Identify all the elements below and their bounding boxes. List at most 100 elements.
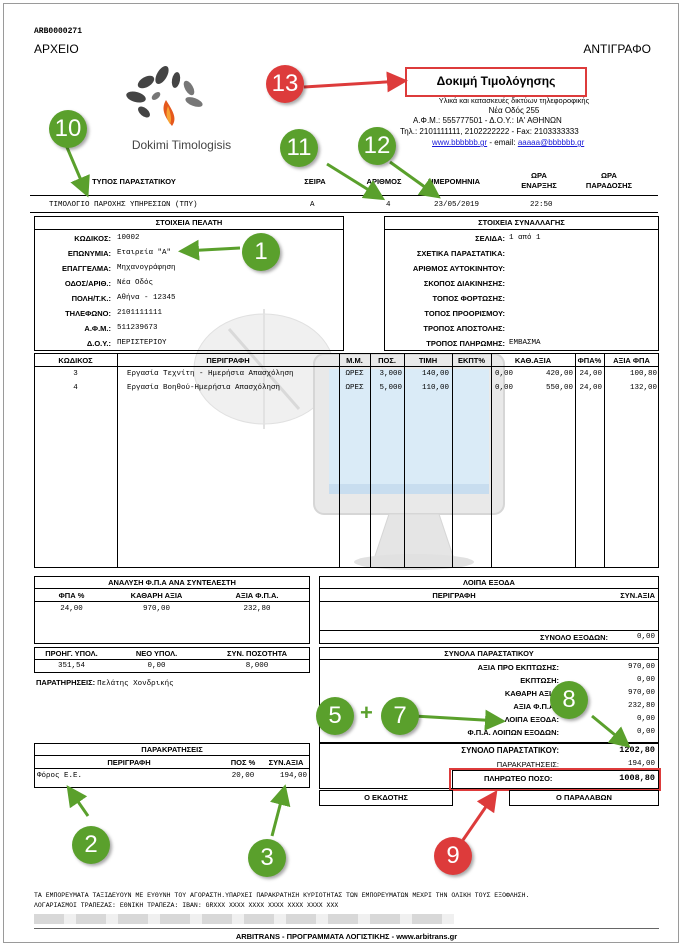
col-doc-type: ΤΥΠΟΣ ΠΑΡΑΣΤΑΤΙΚΟΥ (92, 177, 176, 186)
transaction-label: ΤΡΟΠΟΣ ΑΠΟΣΤΟΛΗΣ: (423, 324, 505, 333)
item-qty: 5,000 (379, 384, 402, 392)
transaction-label: ΤΟΠΟΣ ΠΡΟΟΡΙΣΜΟΥ: (424, 309, 505, 318)
other-expenses-header: ΠΕΡΙΓΡΑΦΗ (432, 591, 476, 600)
totals-label: ΚΑΘΑΡΗ ΑΞΙΑ: (504, 689, 559, 698)
company-web-link[interactable]: www.bbbbbb.gr (432, 138, 488, 147)
totals-label: ΛΟΙΠΑ ΕΞΟΔΑ: (504, 715, 559, 724)
totals-value: 0,00 (636, 715, 655, 723)
company-email-link[interactable]: aaaaa@bbbbbb.gr (517, 138, 585, 147)
balance-cell: 351,54 (57, 662, 85, 670)
payable-value: 1008,80 (619, 773, 655, 783)
totals-value: 0,00 (636, 728, 655, 736)
col-separator (404, 353, 405, 568)
annotation-badge: 12 (358, 127, 396, 165)
col-date: ΗΜΕΡΟΜΗΝΙΑ (427, 177, 481, 186)
withholding-pct: 20,00 (231, 772, 255, 780)
doc-code: ARB0000271 (34, 27, 83, 36)
other-expenses-title: ΛΟΙΠΑ ΕΞΟΔΑ (463, 578, 515, 587)
item-desc: Εργασία Βοηθού-Ημερήσια Απασχόληση (127, 384, 281, 392)
doc-start-time: 22:50 (530, 201, 553, 209)
email-separator: - email: (487, 138, 518, 147)
balance-header-cell: ΣΥΝ. ΠΟΣΟΤΗΤΑ (226, 649, 288, 658)
divider (319, 588, 659, 589)
item-vat: 100,80 (629, 370, 657, 378)
annotation-badge: 8 (550, 681, 588, 719)
withholdings-header: ΠΕΡΙΓΡΑΦΗ (107, 758, 151, 767)
payable-box (452, 770, 659, 789)
customer-label: ΠΟΛΗ/Τ.Κ.: (71, 294, 111, 303)
vat-cell: 232,80 (243, 605, 271, 613)
col-series: ΣΕΙΡΑ (304, 177, 326, 186)
items-header-cell: ΦΠΑ% (577, 356, 602, 365)
item-code: 3 (73, 370, 78, 378)
col-delivery-time: ΩΡΑ ΠΑΡΑΔΟΣΗΣ (585, 171, 633, 190)
annotation-badge: 3 (248, 839, 286, 877)
annotation-badge: 10 (49, 110, 87, 148)
remarks: ΠΑΡΑΤΗΡΗΣΕΙΣ: Πελάτης Χονδρικής (36, 678, 174, 688)
company-contacts: www.bbbbbb.gr - email: aaaaa@bbbbbb.gr (432, 138, 584, 147)
footer-note: ΤΑ ΕΜΠΟΡΕΥΜΑΤΑ ΤΑΞΙΔΕΥΟΥΝ ΜΕ ΕΥΘΥΝΗ ΤΟΥ … (34, 892, 530, 899)
item-net: 420,00 (545, 370, 573, 378)
annotation-badge: 2 (72, 826, 110, 864)
totals-value: 0,00 (636, 676, 655, 684)
customer-value: ΠΕΡΙΣΤΕΡΙΟΥ (117, 339, 167, 347)
company-afm: Α.Φ.Μ.: 555777501 - Δ.Ο.Υ.: ΙΑ' ΑΘΗΝΩΝ (413, 116, 562, 125)
other-expenses-total-value: 0,00 (636, 633, 655, 641)
annotation-badge: 9 (434, 837, 472, 875)
totals-label: Φ.Π.Α. ΛΟΙΠΩΝ ΕΞΟΔΩΝ: (467, 728, 559, 737)
totals-title: ΣΥΝΟΛΑ ΠΑΡΑΣΤΑΤΙΚΟΥ (444, 649, 534, 658)
divider (30, 195, 658, 196)
doc-series: Α (310, 201, 315, 209)
divider (34, 366, 659, 367)
vat-header-cell: ΦΠΑ % (58, 591, 85, 600)
item-disc: 0,00 (495, 384, 514, 392)
transaction-value: ΕΜΒΑΣΜΑ (509, 339, 541, 347)
vat-cell: 970,00 (142, 605, 170, 613)
company-address: Νέα Οδός 255 (488, 106, 540, 115)
col-separator (604, 353, 605, 568)
customer-label: ΟΔΟΣ/ΑΡΙΘ.: (64, 279, 111, 288)
customer-value: Νέα Οδός (117, 279, 154, 287)
remarks-value: Πελάτης Χονδρικής (97, 680, 174, 688)
company-logo: Dokimi Timologisis (114, 62, 249, 157)
totals-section (319, 647, 659, 743)
item-price: 140,00 (421, 370, 449, 378)
transaction-label: ΣΕΛΙΔΑ: (475, 234, 505, 243)
items-header-cell: ΑΞΙΑ ΦΠΑ (613, 356, 650, 365)
balance-cell: 0,00 (147, 662, 166, 670)
customer-section (34, 216, 344, 351)
transaction-label: ΤΡΟΠΟΣ ΠΛΗΡΩΜΗΣ: (426, 339, 505, 348)
withholding-desc: Φόρος Ε.Ε. (37, 772, 83, 780)
divider (384, 229, 659, 230)
customer-value: Εταιρεία "Α" (117, 249, 172, 257)
col-separator (452, 353, 453, 568)
item-unit: ΩΡΕΣ (345, 384, 364, 392)
balance-header-cell: ΝΕΟ ΥΠΟΛ. (135, 649, 178, 658)
balance-cell: 8,000 (245, 662, 269, 670)
customer-value: 511239673 (117, 324, 158, 332)
divider (34, 755, 310, 756)
doc-type: ΤΙΜΟΛΟΓΙΟ ΠΑΡΟΧΗΣ ΥΠΗΡΕΣΙΩΝ (ΤΠΥ) (49, 201, 198, 209)
vat-analysis-section (34, 576, 310, 644)
redacted-area (34, 914, 454, 924)
col-separator (491, 353, 492, 568)
totals-label: ΑΞΙΑ ΠΡΟ ΕΚΠΤΩΣΗΣ: (477, 663, 559, 672)
copy-label: ΑΝΤΙΓΡΑΦΟ (583, 42, 651, 56)
item-disc: 0,00 (495, 370, 514, 378)
annotation-badge: 11 (280, 129, 318, 167)
col-separator (575, 353, 576, 568)
transaction-label: ΤΟΠΟΣ ΦΟΡΤΩΣΗΣ: (432, 294, 505, 303)
divider (319, 601, 659, 602)
annotation-badge: 13 (266, 65, 304, 103)
item-price: 110,00 (421, 384, 449, 392)
grand-total-label: ΣΥΝΟΛΟ ΠΑΡΑΣΤΑΤΙΚΟΥ: (461, 746, 559, 755)
logo-text: Dokimi Timologisis (131, 138, 232, 152)
customer-value: 2101111111 (117, 309, 163, 317)
transaction-label: ΑΡΙΘΜΟΣ ΑΥΤΟΚΙΝΗΤΟΥ: (412, 264, 505, 273)
col-separator (117, 353, 118, 568)
item-vat-pct: 24,00 (579, 370, 602, 378)
other-expenses-total-label: ΣΥΝΟΛΟ ΕΞΟΔΩΝ: (540, 633, 609, 642)
transaction-value: 1 από 1 (509, 234, 541, 242)
annotation-plus: + (360, 700, 373, 725)
customer-label: Δ.Ο.Υ.: (86, 339, 111, 348)
